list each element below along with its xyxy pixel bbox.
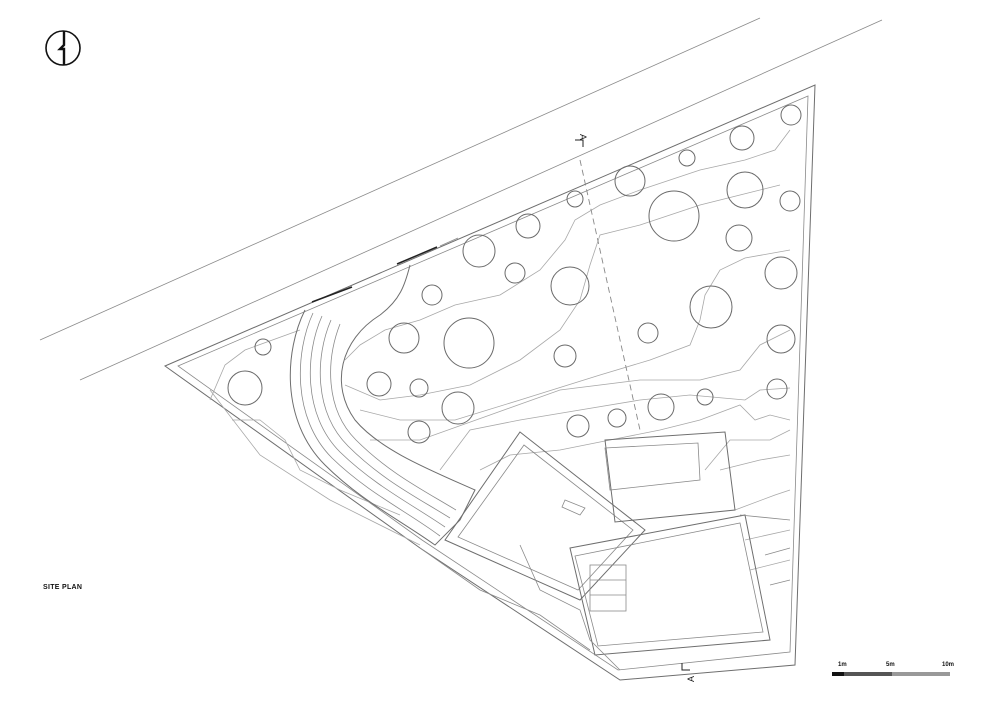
section-line-a	[575, 139, 690, 671]
tree	[678, 149, 696, 167]
tree	[366, 371, 392, 397]
tree	[689, 285, 733, 329]
curved-walkway	[289, 237, 476, 546]
tree	[779, 190, 801, 212]
tree	[648, 190, 700, 242]
tree	[726, 171, 764, 209]
tree	[409, 378, 429, 398]
site-boundary	[163, 84, 816, 681]
tree	[607, 408, 627, 428]
tree	[462, 234, 496, 268]
tree	[407, 420, 431, 444]
tree	[696, 388, 714, 406]
tree	[550, 266, 590, 306]
scale-label-1m: 1m	[838, 662, 847, 668]
trees	[227, 104, 802, 444]
building-main-block	[569, 514, 771, 656]
tree	[553, 344, 577, 368]
terrain-contours	[209, 129, 791, 571]
tree	[725, 224, 753, 252]
tree	[441, 391, 475, 425]
tree	[647, 393, 675, 421]
tree	[764, 256, 798, 290]
tree	[515, 213, 541, 239]
scale-segment-3	[892, 672, 950, 676]
terrace-lines	[419, 514, 791, 671]
north-arrow-icon	[45, 30, 81, 66]
tree	[729, 125, 755, 151]
scale-segment-1	[832, 672, 844, 676]
scale-label-5m: 5m	[886, 662, 895, 668]
tree	[766, 324, 796, 354]
section-label-bottom: A	[686, 676, 696, 682]
tree	[504, 262, 526, 284]
scale-segment-2	[844, 672, 892, 676]
tree	[388, 322, 420, 354]
building-north-block	[604, 431, 736, 523]
building-west-block	[444, 431, 646, 601]
tree	[614, 165, 646, 197]
tree	[566, 190, 584, 208]
tree	[421, 284, 443, 306]
tree	[227, 370, 263, 406]
tree	[566, 414, 590, 438]
tree	[254, 338, 272, 356]
tree	[766, 378, 788, 400]
tree	[780, 104, 802, 126]
scale-label-10m: 10m	[942, 662, 954, 668]
tree	[443, 317, 495, 369]
section-label-top: A	[578, 134, 588, 140]
plan-title: SITE PLAN	[43, 584, 83, 591]
scale-bar: 1m 5m 10m	[832, 662, 954, 676]
road-edges	[39, 17, 883, 381]
tree	[637, 322, 659, 344]
